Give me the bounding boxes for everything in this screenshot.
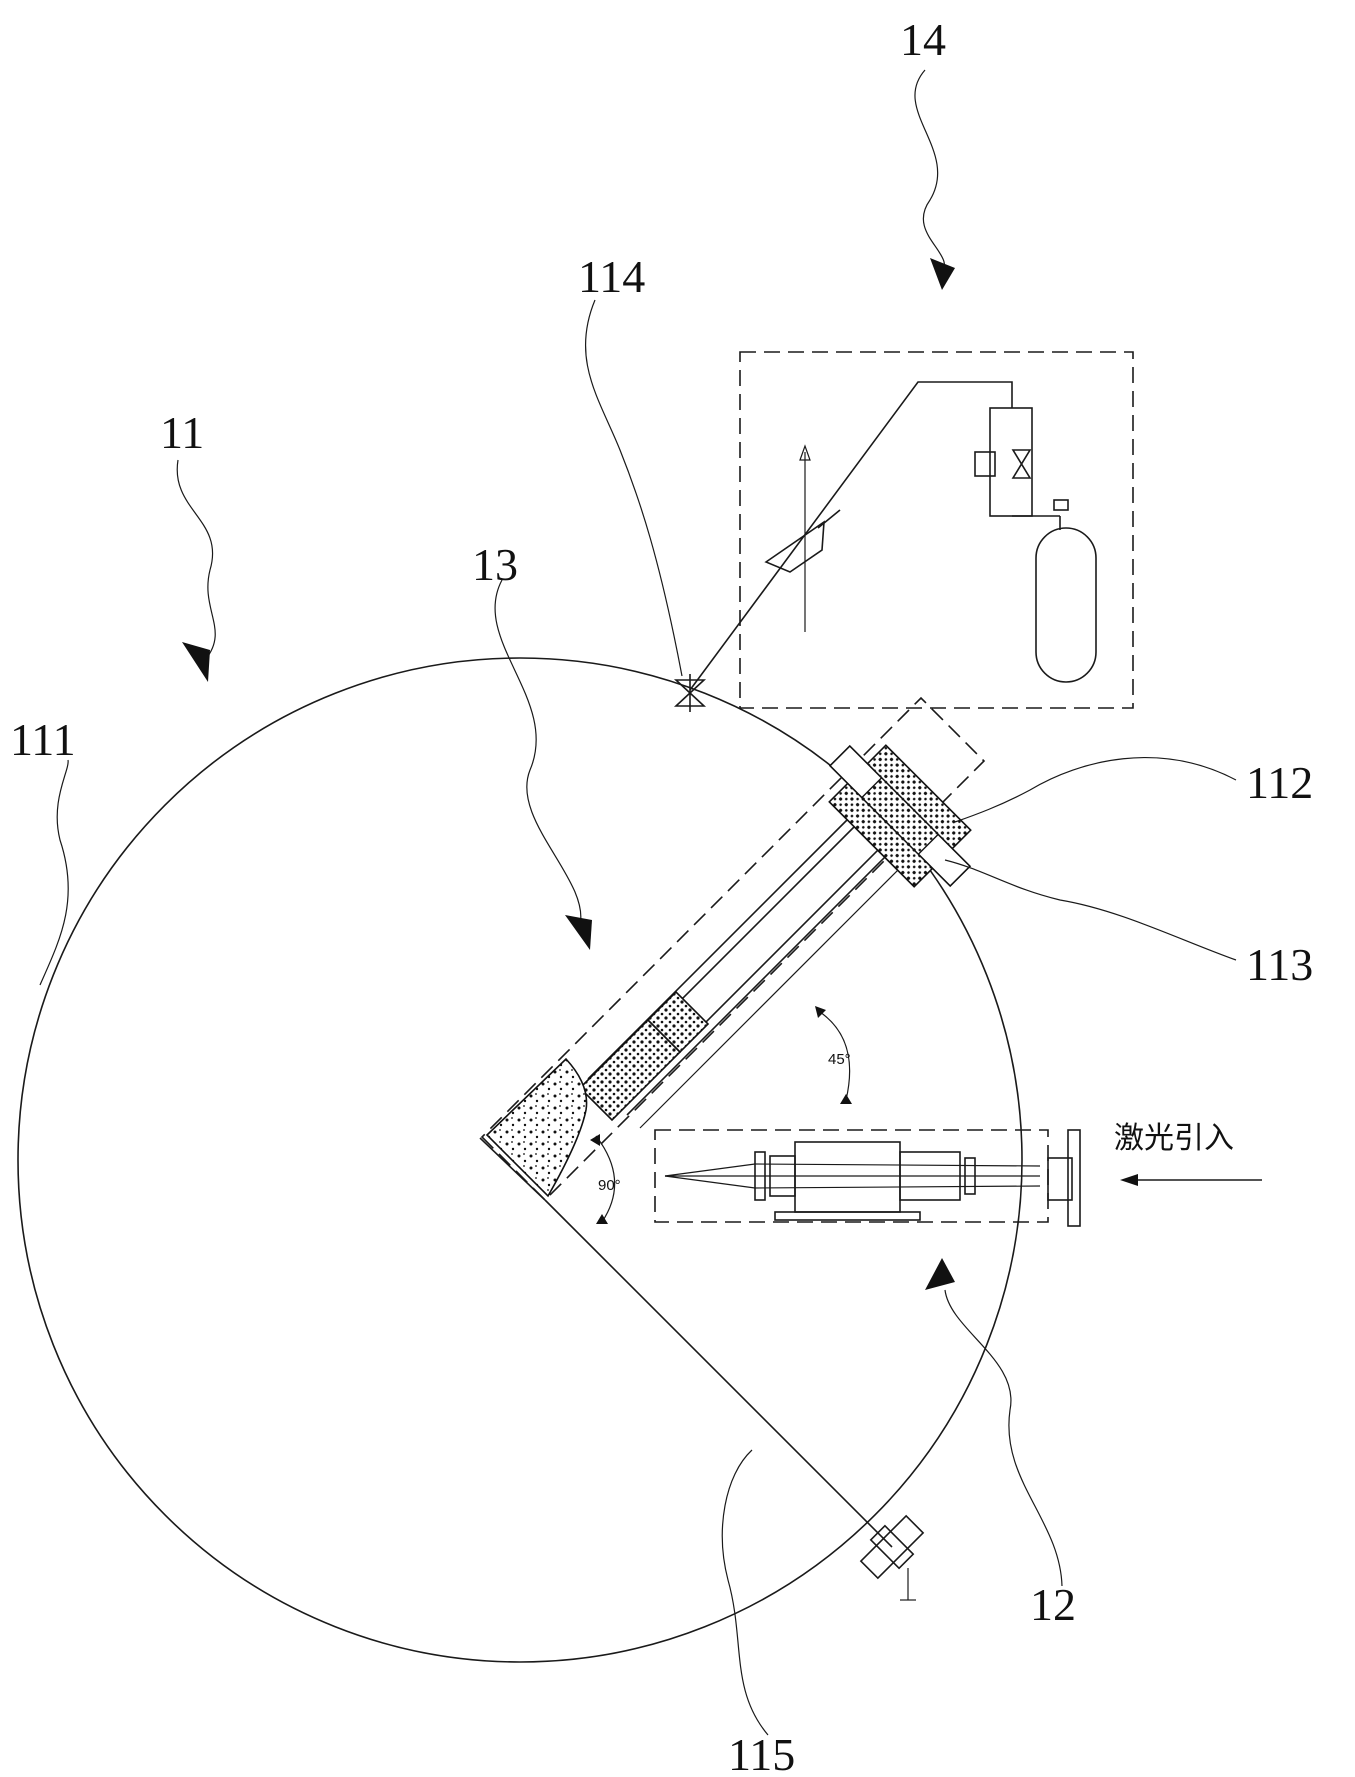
label-14: 14 [900, 14, 946, 65]
leader-13 [495, 580, 592, 950]
leader-12 [925, 1258, 1062, 1586]
leader-115 [722, 1450, 768, 1735]
angle-90: 90° [590, 1134, 621, 1224]
angle-45: 45° [815, 1006, 852, 1104]
label-112: 112 [1246, 757, 1313, 808]
label-11: 11 [160, 407, 204, 458]
label-13: 13 [472, 539, 518, 590]
leader-14 [915, 70, 955, 290]
laser-input-arrow: 激光引入 [1114, 1121, 1262, 1186]
angle-90-label: 90° [598, 1177, 621, 1194]
label-111: 111 [10, 714, 76, 765]
laser-module [655, 1130, 1080, 1226]
inlet-valve [676, 674, 704, 712]
angle-45-label: 45° [828, 1051, 851, 1068]
gas-supply-module [690, 352, 1133, 708]
label-113: 113 [1246, 939, 1313, 990]
leader-11 [177, 460, 215, 682]
label-114: 114 [578, 251, 645, 302]
label-115: 115 [728, 1729, 795, 1777]
leader-114 [585, 300, 682, 676]
cluster-source-assembly [482, 698, 988, 1200]
mounting-plate [480, 1138, 929, 1600]
laser-input-label: 激光引入 [1114, 1121, 1234, 1156]
leader-112 [955, 758, 1236, 822]
label-12: 12 [1030, 1579, 1076, 1630]
leader-113 [945, 860, 1236, 960]
